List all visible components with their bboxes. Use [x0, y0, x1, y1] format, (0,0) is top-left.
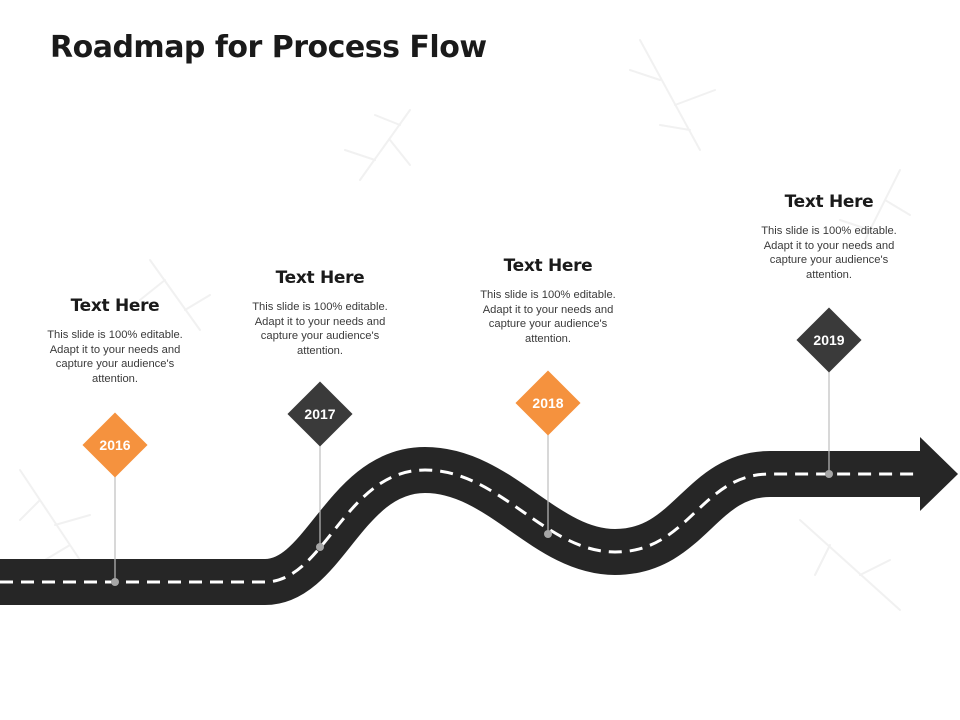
- milestone-description: This slide is 100% editable. Adapt it to…: [252, 301, 388, 357]
- milestone-2017: Text Here This slide is 100% editable. A…: [245, 268, 395, 358]
- milestone-description: This slide is 100% editable. Adapt it to…: [480, 289, 616, 345]
- milestone-description: This slide is 100% editable. Adapt it to…: [47, 329, 183, 385]
- year-label-2017: 2017: [304, 406, 336, 422]
- year-label-2019: 2019: [813, 332, 845, 348]
- road-lane-dashes: [0, 468, 920, 584]
- road-body: [0, 447, 930, 605]
- milestone-dots: [111, 470, 833, 586]
- milestone-heading: Text Here: [503, 256, 593, 276]
- milestone-heading: Text Here: [70, 296, 160, 316]
- milestone-description: This slide is 100% editable. Adapt it to…: [761, 225, 897, 281]
- year-label-2016: 2016: [99, 437, 131, 453]
- decorative-branches: [19, 39, 911, 611]
- milestone-2019: Text Here This slide is 100% editable. A…: [754, 192, 904, 282]
- milestone-heading: Text Here: [275, 268, 365, 288]
- milestone-heading: Text Here: [784, 192, 874, 212]
- year-label-2018: 2018: [532, 395, 564, 411]
- milestone-dot: [111, 578, 119, 586]
- milestone-dot: [544, 530, 552, 538]
- milestone-dot: [825, 470, 833, 478]
- arrow-head-icon: [920, 437, 958, 511]
- milestone-2016: Text Here This slide is 100% editable. A…: [40, 296, 190, 386]
- page-title: Roadmap for Process Flow: [50, 30, 487, 65]
- milestone-connectors: [114, 363, 830, 582]
- milestone-dot: [316, 543, 324, 551]
- milestone-2018: Text Here This slide is 100% editable. A…: [473, 256, 623, 346]
